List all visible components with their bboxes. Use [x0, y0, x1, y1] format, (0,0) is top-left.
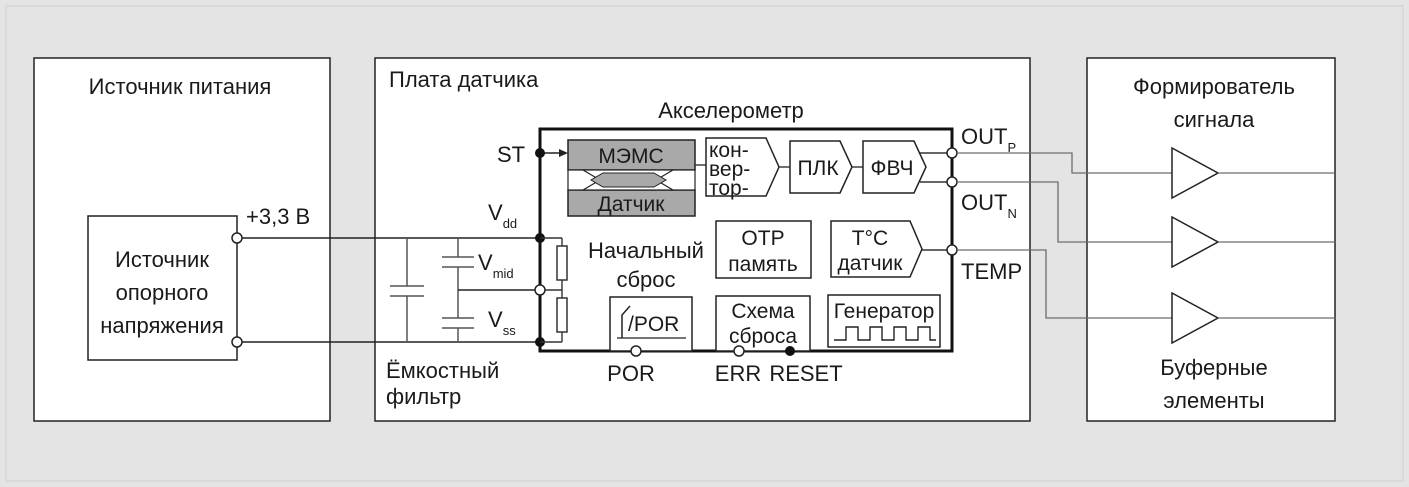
outn-pin-label: OUTN: [961, 190, 1017, 221]
buffer-3: [1171, 291, 1220, 345]
por-pin-label: POR: [607, 361, 655, 386]
buffers-label-line2: элементы: [1163, 388, 1264, 413]
temp-wire: [957, 249, 1172, 319]
st-arrowhead: [559, 149, 568, 157]
reference-source-line3: напряжения: [100, 313, 224, 338]
err-pin-label: ERR: [715, 361, 761, 386]
reset-scheme-block: [715, 295, 811, 352]
accelerometer-title: Акселерометр: [658, 98, 804, 123]
reset-scheme-line1: Схема: [731, 300, 795, 323]
reference-source-line1: Источник: [115, 247, 209, 272]
reset-title-line1: Начальный: [588, 238, 704, 263]
supply-voltage-label: +3,3 В: [246, 204, 310, 229]
reset-scheme-line2: сброса: [729, 325, 797, 348]
st-pin: [535, 148, 545, 158]
hpf-block: [862, 140, 927, 194]
temp-pin-label: TEMP: [961, 259, 1022, 284]
supply-pin-bottom: [231, 336, 243, 348]
otp-memory-block: [715, 220, 812, 279]
temp-sensor-block: [830, 220, 923, 278]
reference-source-line2: опорного: [116, 280, 209, 305]
cap-filter-line1: Ёмкостный: [386, 358, 499, 383]
board-panel-title: Плата датчика: [389, 67, 539, 92]
capacitor-c1: [390, 238, 424, 342]
hpf-label: ФВЧ: [870, 157, 913, 180]
temp-sensor-label-line2: датчик: [838, 252, 904, 275]
buffers-label-line1: Буферные: [1160, 355, 1267, 380]
converter-block: [705, 137, 780, 197]
converter-label-line2: вер-: [709, 158, 750, 181]
mems-label-bottom: Датчик: [598, 193, 666, 216]
diagram-border: [5, 5, 1404, 482]
reset-pin-label: RESET: [769, 361, 842, 386]
mems-label-top: МЭМС: [598, 145, 663, 168]
por-block: [609, 296, 693, 352]
generator-label: Генератор: [834, 300, 935, 323]
outn-wire: [957, 181, 1172, 243]
por-pin: [630, 345, 642, 357]
st-pin-label: ST: [497, 142, 525, 167]
vdd-pin-label: Vdd: [488, 200, 517, 231]
reset-title-line2: сброс: [616, 267, 675, 292]
temp-pin: [946, 244, 958, 256]
mems-sensor: МЭМС Датчик: [567, 139, 696, 217]
por-block-label: /POR: [628, 313, 679, 336]
divider-resistor-lower: [556, 297, 568, 333]
capacitor-c2: [442, 238, 474, 342]
temp-sensor-label-line1: T°C: [852, 227, 888, 250]
shaper-panel-title-line2: сигнала: [1174, 107, 1256, 132]
mems-proof-mass-body: [590, 172, 667, 188]
buffer-2: [1171, 215, 1220, 269]
divider-resistor-upper: [556, 245, 568, 281]
outp-pin: [946, 147, 958, 159]
shaper-panel-title-line1: Формирователь: [1133, 74, 1295, 99]
power-panel-title: Источник питания: [89, 74, 272, 99]
pll-label: ПЛК: [797, 157, 839, 180]
supply-pin-top: [231, 232, 243, 244]
vmid-pin-label: Vmid: [478, 250, 514, 281]
mems-bottom-block: [567, 189, 696, 217]
converter-label-line1: кон-: [709, 139, 749, 162]
reference-source-box: [87, 215, 238, 361]
buffer-1: [1171, 146, 1220, 200]
vmid-pin: [534, 284, 546, 296]
err-pin: [733, 345, 745, 357]
pll-block: [789, 140, 853, 194]
outp-pin-label: OUTP: [961, 124, 1016, 155]
mems-top-block: [567, 139, 696, 171]
outn-pin: [946, 176, 958, 188]
outp-wire: [957, 152, 1172, 174]
converter-label-line3: тор-: [709, 177, 749, 200]
otp-label-line2: память: [728, 253, 797, 276]
vss-pin-label: Vss: [488, 307, 516, 338]
generator-waveform: [834, 326, 936, 341]
otp-label-line1: OTP: [741, 227, 784, 250]
reset-pin: [785, 346, 795, 356]
cap-filter-line2: фильтр: [386, 384, 461, 409]
por-edge-symbol: [621, 305, 631, 338]
